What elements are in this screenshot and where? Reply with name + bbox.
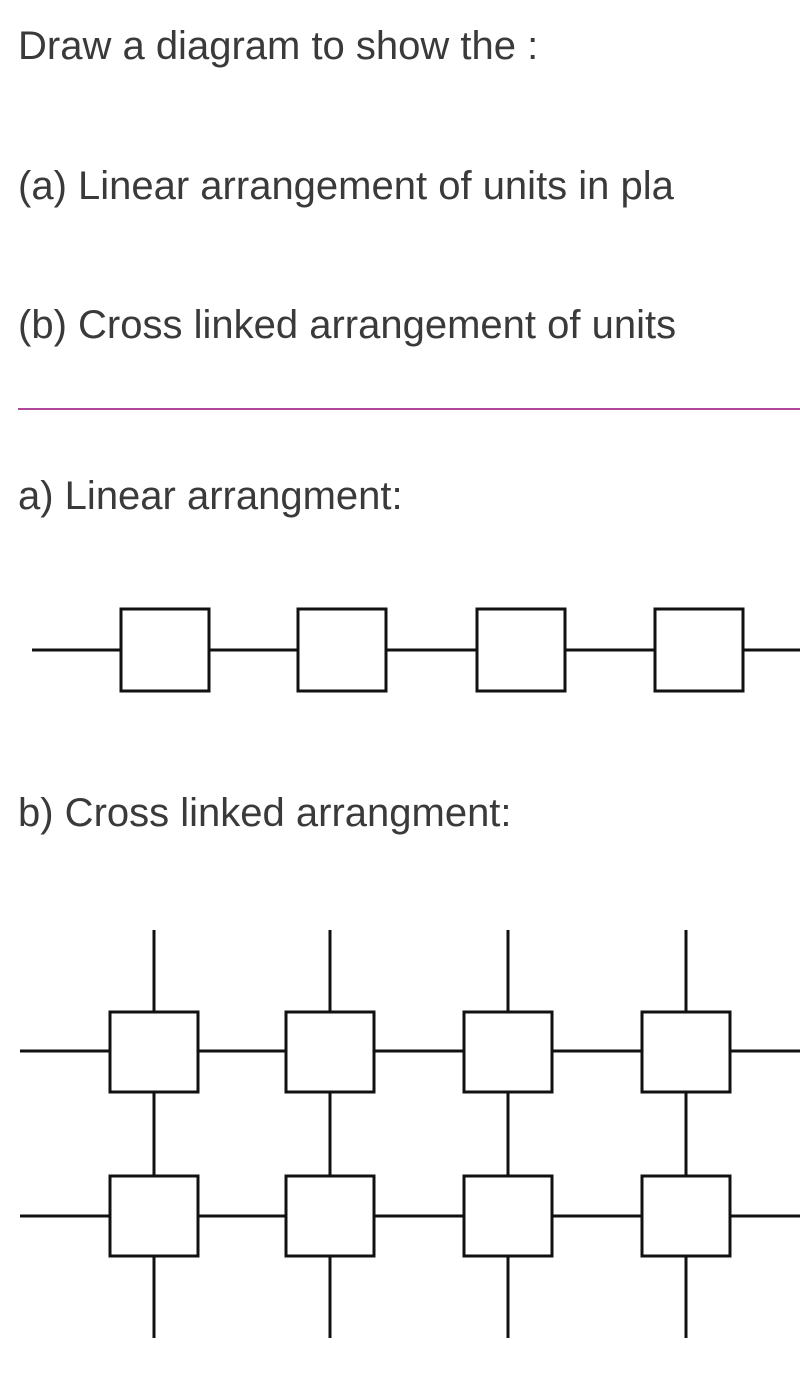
question-part-b: (b) Cross linked arrangement of units xyxy=(18,303,677,347)
answer-b-heading: b) Cross linked arrangment: xyxy=(18,791,512,835)
cross-unit-box xyxy=(640,1010,732,1094)
cross-unit-box xyxy=(462,1174,554,1258)
section-divider xyxy=(18,408,800,410)
linear-unit-box xyxy=(653,607,745,693)
question-part-a: (a) Linear arrangement of units in pla xyxy=(18,164,674,208)
cross-unit-box xyxy=(108,1010,200,1094)
question-title: Draw a diagram to show the : xyxy=(18,24,539,68)
cross-unit-box xyxy=(284,1010,376,1094)
cross-unit-box xyxy=(108,1174,200,1258)
cross-unit-box xyxy=(284,1174,376,1258)
answer-a-heading: a) Linear arrangment: xyxy=(18,474,403,518)
cross-linked-arrangement-diagram xyxy=(20,930,800,1338)
cross-unit-box xyxy=(462,1010,554,1094)
linear-arrangement-diagram xyxy=(32,607,800,693)
linear-unit-box xyxy=(296,607,388,693)
linear-unit-box xyxy=(119,607,211,693)
cross-unit-box xyxy=(640,1174,732,1258)
linear-unit-box xyxy=(475,607,567,693)
